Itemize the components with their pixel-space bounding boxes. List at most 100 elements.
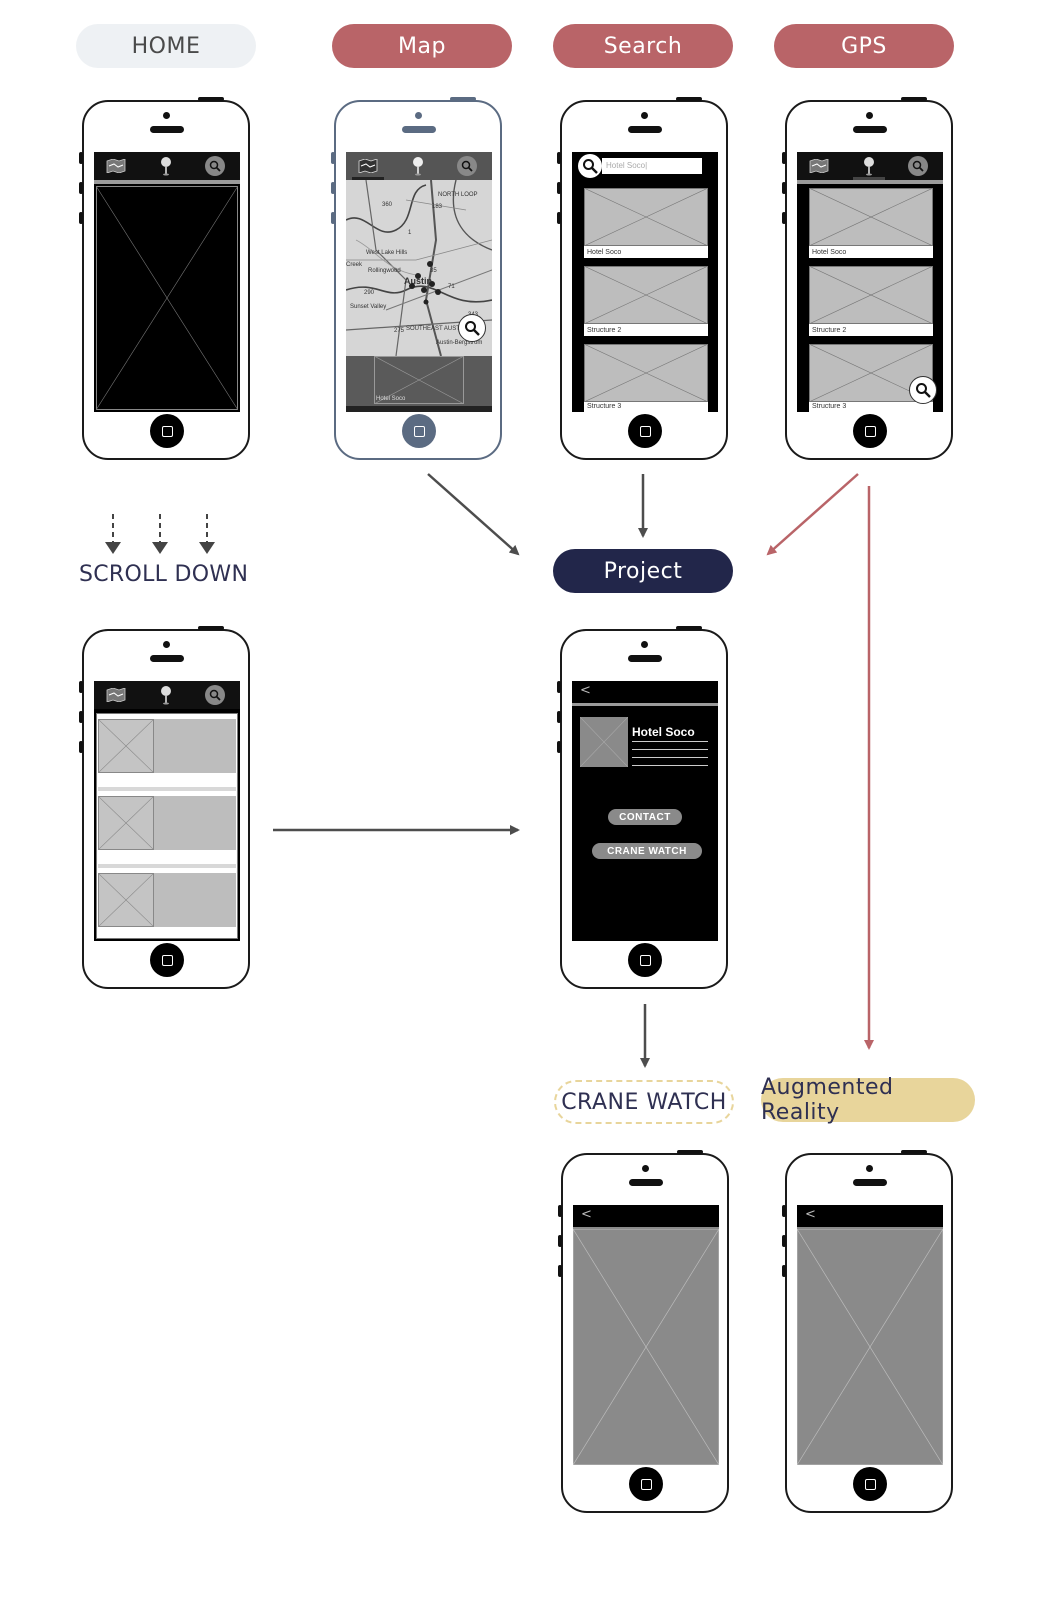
map-search-icon[interactable] bbox=[458, 314, 486, 342]
phone-home-button[interactable] bbox=[629, 1467, 663, 1501]
volume-button bbox=[331, 152, 335, 164]
speaker bbox=[628, 126, 662, 133]
result-card[interactable]: Structure 2 bbox=[809, 266, 933, 336]
nav-separator bbox=[94, 180, 240, 184]
volume-button bbox=[782, 1265, 786, 1277]
map-result-card[interactable]: Hotel Soco bbox=[346, 356, 492, 412]
camera-dot bbox=[415, 112, 422, 119]
camera-dot bbox=[641, 112, 648, 119]
volume-button bbox=[557, 212, 561, 224]
list-item[interactable] bbox=[98, 873, 236, 927]
map-place-label: Rollingwood bbox=[368, 268, 401, 274]
nav-bar: < bbox=[797, 1205, 943, 1227]
location-pin-icon[interactable] bbox=[411, 156, 425, 176]
map-icon[interactable] bbox=[358, 159, 378, 173]
map-phone: West Lake Hills Rollingwood Austin Sunse… bbox=[331, 97, 502, 460]
back-chevron-icon[interactable]: < bbox=[581, 1207, 592, 1222]
phone-home-button[interactable] bbox=[150, 943, 184, 977]
result-image-placeholder bbox=[584, 266, 708, 324]
road-shield: 35 bbox=[430, 268, 437, 274]
arrow-map-to-project bbox=[427, 473, 520, 556]
home-scrolled-screen bbox=[94, 681, 240, 941]
contact-button[interactable]: CONTACT bbox=[608, 809, 682, 825]
card-caption: Hotel Soco bbox=[376, 396, 406, 402]
scroll-down-arrows bbox=[105, 514, 215, 554]
search-icon[interactable] bbox=[908, 156, 928, 176]
speaker bbox=[853, 1179, 887, 1186]
search-icon[interactable] bbox=[578, 154, 602, 178]
result-card[interactable]: Hotel Soco bbox=[809, 188, 933, 258]
card-footer-bar bbox=[346, 406, 492, 412]
camera-dot bbox=[866, 1165, 873, 1172]
detail-line bbox=[632, 765, 708, 766]
volume-button bbox=[782, 182, 786, 194]
list-divider bbox=[98, 864, 236, 868]
speaker bbox=[853, 126, 887, 133]
phone-home-button[interactable] bbox=[628, 414, 662, 448]
list-item[interactable] bbox=[98, 719, 236, 773]
search-icon[interactable] bbox=[205, 156, 225, 176]
power-button bbox=[676, 97, 702, 101]
result-image-placeholder bbox=[584, 344, 708, 402]
phone-home-button[interactable] bbox=[402, 414, 436, 448]
active-tab-indicator bbox=[352, 177, 384, 180]
hero-image-placeholder bbox=[96, 186, 238, 410]
volume-button bbox=[79, 741, 83, 753]
volume-button bbox=[782, 152, 786, 164]
map-place-label: SOUTHEAST AUSTIN bbox=[406, 326, 466, 332]
speaker bbox=[150, 655, 184, 662]
phone-home-button[interactable] bbox=[853, 414, 887, 448]
gps-label: GPS bbox=[774, 24, 954, 68]
map-icon[interactable] bbox=[809, 159, 829, 173]
phone-home-button[interactable] bbox=[853, 1467, 887, 1501]
phone-home-button[interactable] bbox=[150, 414, 184, 448]
volume-button bbox=[782, 1235, 786, 1247]
volume-button bbox=[557, 681, 561, 693]
power-button bbox=[450, 97, 476, 101]
road-shield: 275 bbox=[394, 328, 405, 334]
nav-bar bbox=[346, 152, 492, 180]
location-pin-icon[interactable] bbox=[159, 685, 173, 705]
volume-button bbox=[331, 182, 335, 194]
map-icon[interactable] bbox=[106, 688, 126, 702]
location-pin-icon[interactable] bbox=[862, 156, 876, 176]
location-pin-icon[interactable] bbox=[159, 156, 173, 176]
search-icon[interactable] bbox=[457, 156, 477, 176]
phone-home-button[interactable] bbox=[628, 943, 662, 977]
detail-line bbox=[632, 749, 708, 750]
map-view[interactable]: West Lake Hills Rollingwood Austin Sunse… bbox=[346, 180, 492, 356]
crane-watch-screen: < bbox=[573, 1205, 719, 1465]
search-icon[interactable] bbox=[205, 685, 225, 705]
result-card[interactable]: Structure 2 bbox=[584, 266, 708, 336]
search-phone: Hotel Soco| Hotel Soco Structure 2 Struc… bbox=[557, 97, 728, 460]
speaker bbox=[629, 1179, 663, 1186]
crane-watch-button[interactable]: CRANE WATCH bbox=[592, 843, 702, 859]
list-thumb-placeholder bbox=[98, 719, 154, 773]
result-card[interactable]: Hotel Soco bbox=[584, 188, 708, 258]
road-shield: 183 bbox=[432, 204, 443, 210]
result-image-placeholder bbox=[809, 188, 933, 246]
scroll-down-label: SCROLL DOWN bbox=[79, 562, 249, 587]
detail-line bbox=[632, 757, 708, 758]
result-caption: Structure 3 bbox=[812, 403, 847, 410]
project-screen: < Hotel Soco CONTACT CRANE WATCH bbox=[572, 681, 718, 941]
camera-dot bbox=[163, 641, 170, 648]
list-item[interactable] bbox=[98, 796, 236, 850]
power-button bbox=[198, 97, 224, 101]
ar-search-icon[interactable] bbox=[909, 376, 937, 404]
power-button bbox=[901, 97, 927, 101]
search-input[interactable]: Hotel Soco| bbox=[602, 158, 702, 174]
volume-button bbox=[782, 212, 786, 224]
back-chevron-icon[interactable]: < bbox=[805, 1207, 816, 1222]
volume-button bbox=[79, 212, 83, 224]
map-place-label: Austin bbox=[404, 276, 432, 286]
result-card[interactable]: Structure 3 bbox=[584, 344, 708, 412]
back-chevron-icon[interactable]: < bbox=[580, 683, 591, 698]
camera-feed-placeholder bbox=[573, 1229, 719, 1465]
nav-separator bbox=[572, 703, 718, 706]
nav-bar: < bbox=[572, 681, 718, 703]
volume-button bbox=[782, 1205, 786, 1217]
result-caption: Hotel Soco bbox=[812, 249, 847, 256]
map-icon[interactable] bbox=[106, 159, 126, 173]
volume-button bbox=[558, 1235, 562, 1247]
